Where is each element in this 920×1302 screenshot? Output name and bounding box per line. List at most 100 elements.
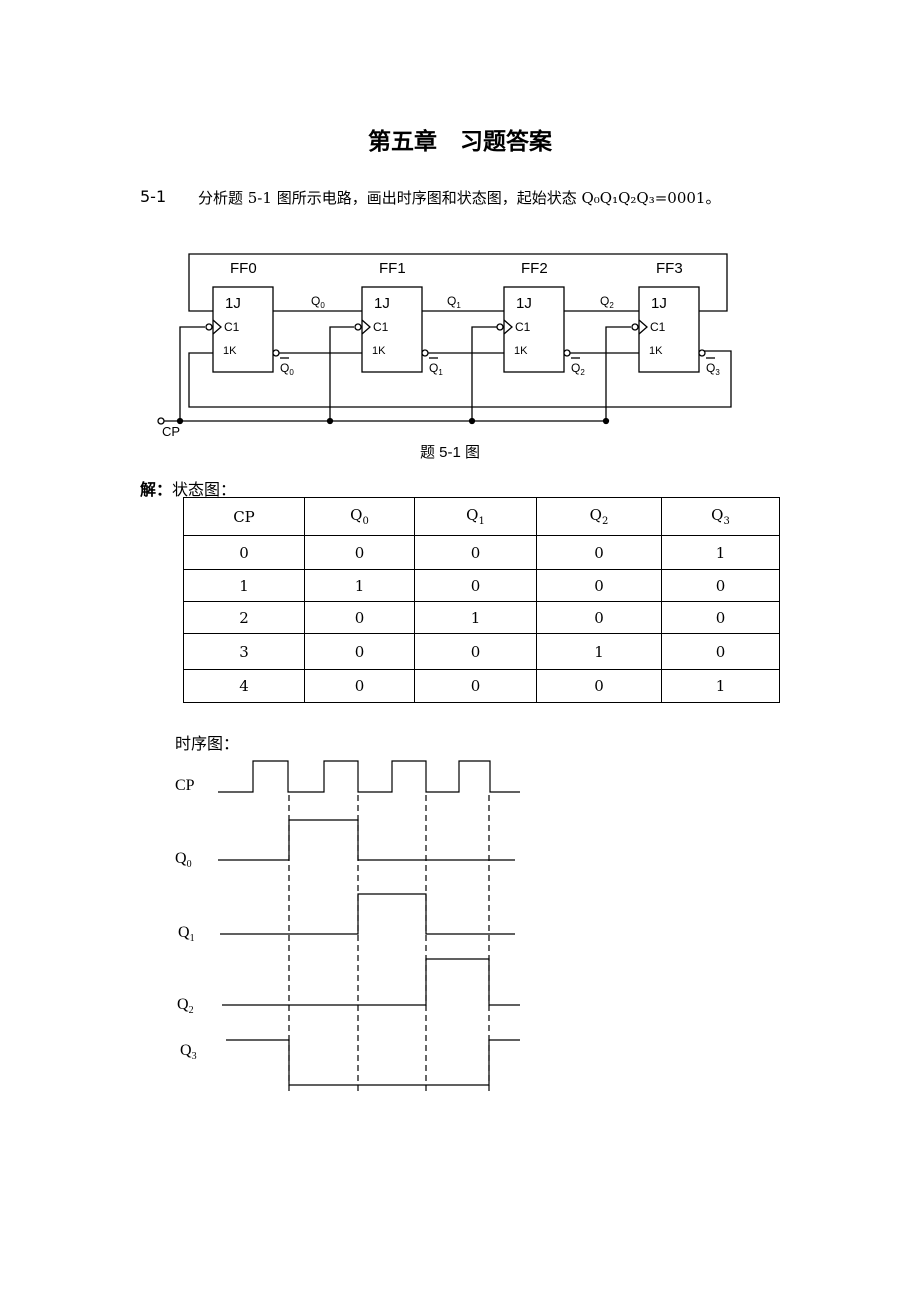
table-cell: 0 — [536, 601, 662, 634]
qbar-label: Q2 — [571, 361, 585, 377]
table-cell: 1 — [414, 601, 537, 634]
table-cell: 0 — [536, 669, 662, 703]
clock-triangle-icon — [638, 319, 648, 335]
table-cell: 1 — [661, 669, 780, 703]
qbar-bubble-icon — [698, 349, 706, 357]
table-cell: 2 — [183, 601, 305, 634]
k-label: 1K — [649, 345, 663, 357]
table-cell: Q2 — [536, 497, 662, 536]
table-cell: 0 — [536, 569, 662, 602]
q-label: Q2 — [600, 294, 614, 310]
figure-caption: 题 5-1 图 — [419, 444, 480, 461]
table-cell: 0 — [304, 601, 415, 634]
signal-label-q2: Q2 — [177, 996, 194, 1017]
c1-label: C1 — [515, 320, 531, 334]
table-cell: 0 — [536, 535, 662, 570]
q1-waveform — [220, 893, 515, 935]
table-cell: 0 — [414, 669, 537, 703]
clock-triangle-icon — [361, 319, 371, 335]
qbar-label: Q3 — [706, 361, 720, 377]
table-cell: 1 — [304, 569, 415, 602]
flipflop-box — [361, 286, 423, 373]
table-cell: 0 — [661, 633, 780, 670]
solution-heading: 解：状态图： — [140, 476, 236, 500]
q3-waveform — [226, 1039, 520, 1086]
c1-label: C1 — [650, 320, 666, 334]
table-cell: 0 — [304, 669, 415, 703]
table-cell: 1 — [661, 535, 780, 570]
j-label: 1J — [374, 295, 390, 312]
clock-bubble-icon — [354, 323, 362, 331]
feedback-q3bar-wire — [188, 350, 732, 408]
chapter-title: 第五章 习题答案 — [368, 128, 552, 155]
qbar-bubble-icon — [272, 349, 280, 357]
flipflop-box — [503, 286, 565, 373]
table-cell: 0 — [304, 535, 415, 570]
table-cell: 0 — [414, 633, 537, 670]
j-label: 1J — [516, 295, 532, 312]
q0-waveform — [218, 819, 515, 861]
feedback-q3-wire — [188, 253, 728, 312]
table-cell: 0 — [304, 633, 415, 670]
cp-label: CP — [162, 424, 180, 439]
table-cell: 4 — [183, 669, 305, 703]
table-cell: CP — [183, 497, 305, 536]
clock-triangle-icon — [503, 319, 513, 335]
timing-label: 时序图： — [175, 734, 240, 753]
c1-label: C1 — [224, 320, 240, 334]
table-cell: Q1 — [414, 497, 537, 536]
qbar-label: Q1 — [429, 361, 443, 377]
solution-label: 解： — [140, 480, 173, 499]
j-label: 1J — [651, 295, 667, 312]
table-cell: 1 — [536, 633, 662, 670]
table-cell: 3 — [183, 633, 305, 670]
flipflop-label: FF1 — [379, 260, 406, 277]
signal-label-q0: Q0 — [175, 850, 192, 871]
table-cell: 1 — [183, 569, 305, 602]
table-cell: 0 — [661, 569, 780, 602]
clock-bubble-icon — [496, 323, 504, 331]
signal-label-q3: Q3 — [180, 1042, 197, 1063]
signal-label-q1: Q1 — [178, 924, 195, 945]
table-cell: Q3 — [661, 497, 780, 536]
circuit-diagram: FF01JC11KQ0Q0FF11JC11KQ1Q1FF21JC11KQ2Q2F… — [157, 253, 732, 439]
clock-bubble-icon — [205, 323, 213, 331]
signal-label-cp: CP — [175, 777, 195, 794]
k-label: 1K — [514, 345, 528, 357]
table-cell: Q0 — [304, 497, 415, 536]
table-cell: 0 — [183, 535, 305, 570]
q-label: Q1 — [447, 294, 461, 310]
question-text: 分析题 5-1 图所示电路，画出时序图和状态图，起始状态 Q₀Q₁Q₂Q₃=00… — [198, 189, 721, 207]
clock-wires — [164, 326, 631, 422]
q-label: Q0 — [311, 294, 325, 310]
flipflop-box — [212, 286, 274, 373]
q2-waveform — [222, 958, 520, 1006]
flipflop-box — [638, 286, 700, 373]
cp-waveform — [218, 760, 520, 793]
qbar-bubble-icon — [563, 349, 571, 357]
qbar-bubble-icon — [421, 349, 429, 357]
k-label: 1K — [372, 345, 386, 357]
clock-bubble-icon — [631, 323, 639, 331]
state-label: 状态图： — [172, 480, 237, 499]
j-label: 1J — [225, 295, 241, 312]
qbar-label: Q0 — [280, 361, 294, 377]
flipflop-label: FF0 — [230, 260, 257, 277]
question-number: 5-1 — [140, 187, 167, 206]
table-cell: 0 — [414, 535, 537, 570]
k-label: 1K — [223, 345, 237, 357]
flipflop-label: FF2 — [521, 260, 548, 277]
table-cell: 0 — [414, 569, 537, 602]
